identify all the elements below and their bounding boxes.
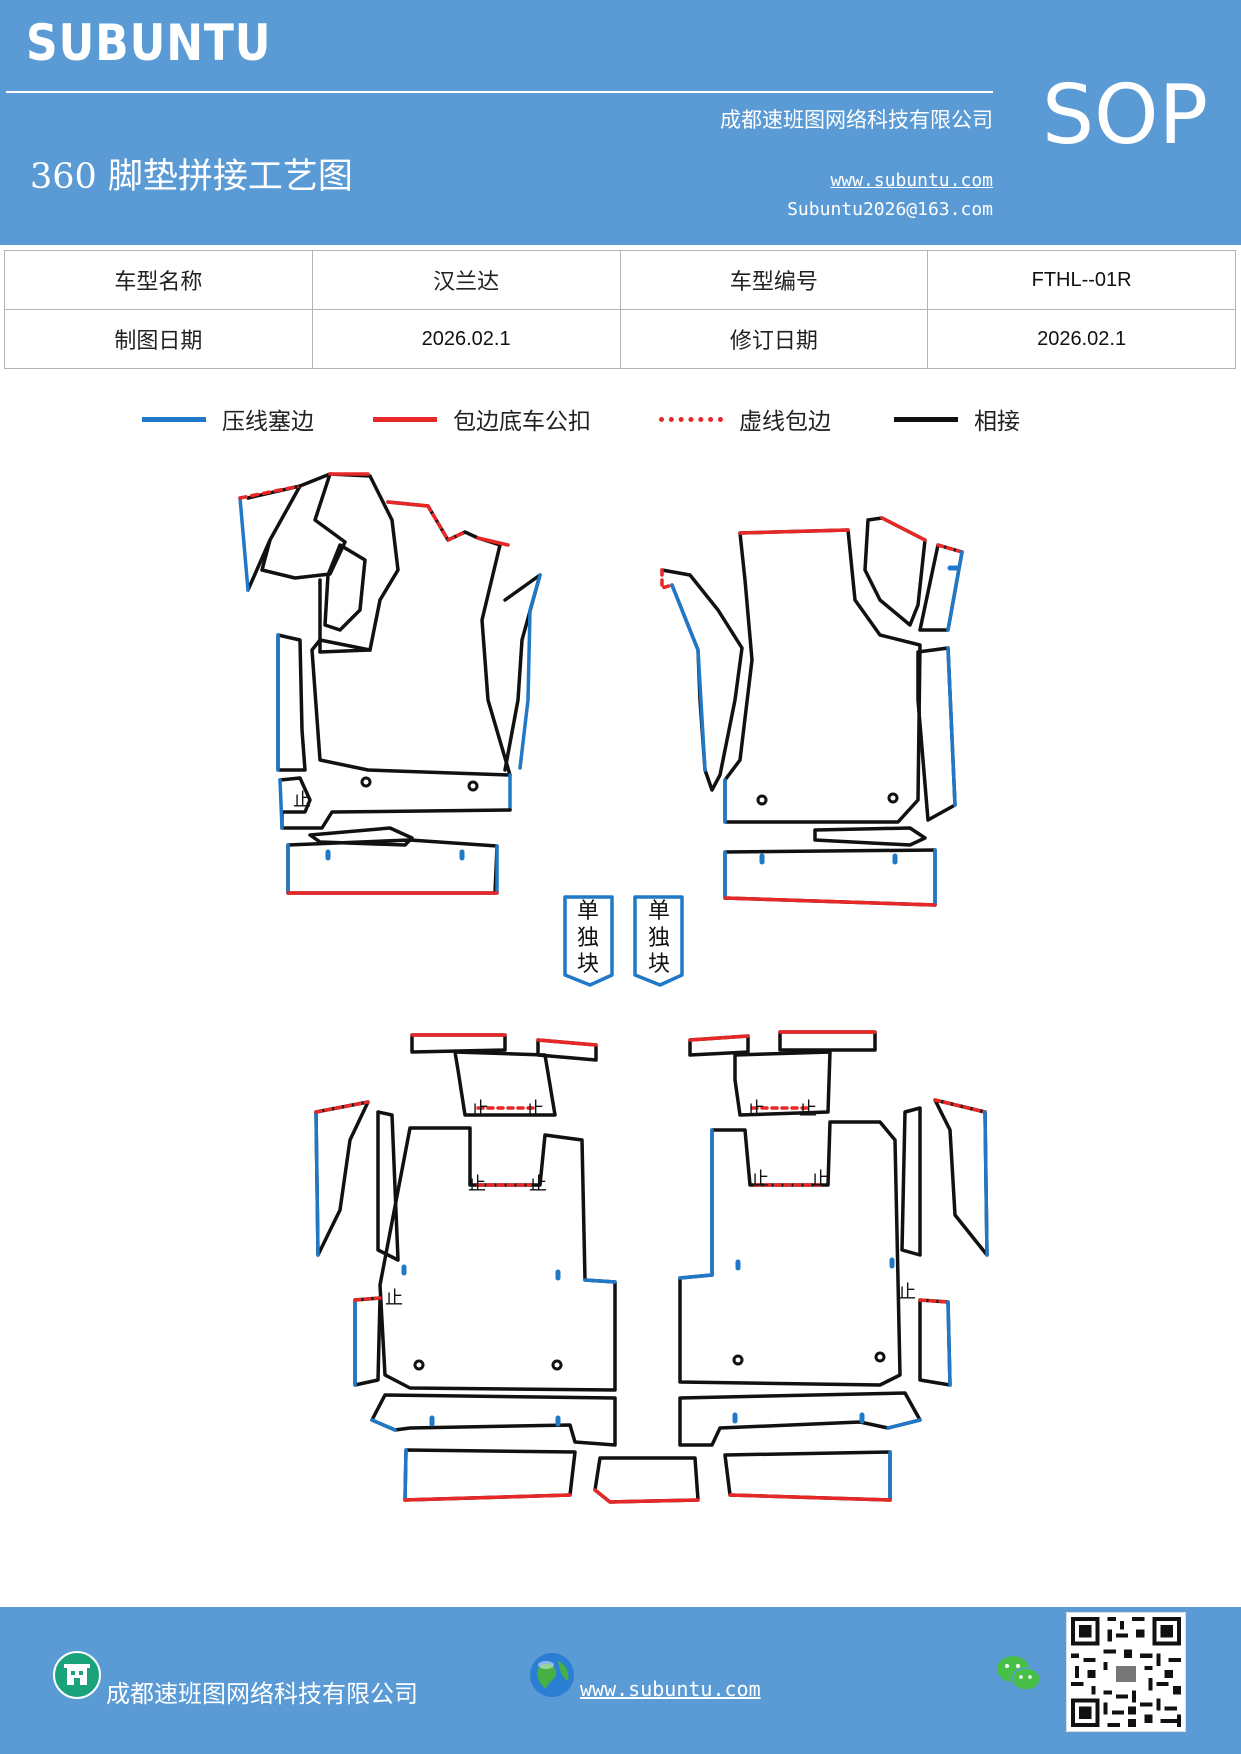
joint-mark: 止 (751, 1169, 769, 1190)
header-email: Subuntu2026@163.com (787, 199, 993, 220)
building-icon (53, 1651, 101, 1699)
joint-mark: 止 (293, 790, 311, 811)
joint-mark: 止 (747, 1099, 765, 1120)
legend-swatch (659, 416, 723, 422)
single-piece-char: 独 (577, 926, 599, 951)
header-banner: SUBUNTU 成都速班图网络科技有限公司 360 脚垫拼接工艺图 www.su… (0, 0, 1241, 245)
front-left-mat-group (238, 472, 542, 895)
model-name-label: 车型名称 (4, 250, 313, 310)
joint-mark: 止 (799, 1099, 817, 1120)
rear-left-mat-group (314, 1033, 700, 1504)
rear-right-mat-group (678, 1030, 989, 1502)
legend-item-dotted-edge: 虚线包边 (659, 402, 831, 436)
revise-date-label: 修订日期 (619, 309, 929, 369)
legend-item-press-line: 压线塞边 (142, 402, 314, 436)
single-piece-char: 块 (577, 952, 599, 977)
legend-item-edge-clip: 包边底车公扣 (373, 402, 591, 436)
legend-label: 包边底车公扣 (453, 409, 591, 435)
legend-label: 相接 (974, 409, 1020, 435)
legend-item-joint: 相接 (894, 402, 1020, 436)
legend-label: 虚线包边 (739, 409, 831, 435)
draw-date-label: 制图日期 (4, 309, 313, 369)
joint-mark: 止 (468, 1174, 486, 1195)
brand-logo: SUBUNTU (26, 14, 272, 72)
joint-mark: 止 (898, 1282, 916, 1303)
footer-url-link[interactable]: www.subuntu.com (580, 1677, 761, 1701)
joint-mark: 止 (385, 1288, 403, 1309)
front-right-mat-group (660, 516, 964, 907)
footer-banner: 成都速班图网络科技有限公司 www.subuntu.com (0, 1607, 1241, 1754)
footer-company: 成都速班图网络科技有限公司 (106, 1680, 418, 1708)
joint-mark: 止 (811, 1169, 829, 1190)
legend-label: 压线塞边 (222, 409, 314, 435)
header-company: 成都速班图网络科技有限公司 (720, 108, 993, 132)
revise-date-value: 2026.02.1 (927, 309, 1236, 369)
legend-swatch (894, 416, 958, 422)
single-piece-char: 独 (648, 926, 670, 951)
header-url-link[interactable]: www.subuntu.com (830, 170, 993, 191)
info-row: 制图日期 2026.02.1 修订日期 2026.02.1 (4, 309, 1236, 369)
info-table: 车型名称 汉兰达 车型编号 FTHL--01R 制图日期 2026.02.1 修… (4, 250, 1236, 369)
single-piece-char: 块 (648, 952, 670, 977)
legend-swatch (373, 416, 437, 422)
single-piece-char: 单 (577, 899, 599, 924)
globe-icon (530, 1653, 574, 1697)
joint-mark: 止 (471, 1099, 489, 1120)
legend-swatch (142, 416, 206, 422)
qr-code-icon (1066, 1612, 1186, 1732)
joint-mark: 止 (529, 1174, 547, 1195)
page-title: 360 脚垫拼接工艺图 (30, 157, 353, 197)
single-pieces-group (563, 895, 684, 987)
joint-mark: 止 (526, 1099, 544, 1120)
header-divider (6, 91, 993, 93)
model-code-value: FTHL--01R (927, 250, 1236, 310)
wechat-icon (997, 1656, 1041, 1691)
draw-date-value: 2026.02.1 (311, 309, 621, 369)
model-name-value: 汉兰达 (311, 250, 621, 310)
single-piece-char: 单 (648, 899, 670, 924)
info-row: 车型名称 汉兰达 车型编号 FTHL--01R (4, 250, 1236, 310)
sop-label: SOP (1042, 68, 1209, 163)
model-code-label: 车型编号 (619, 250, 929, 310)
